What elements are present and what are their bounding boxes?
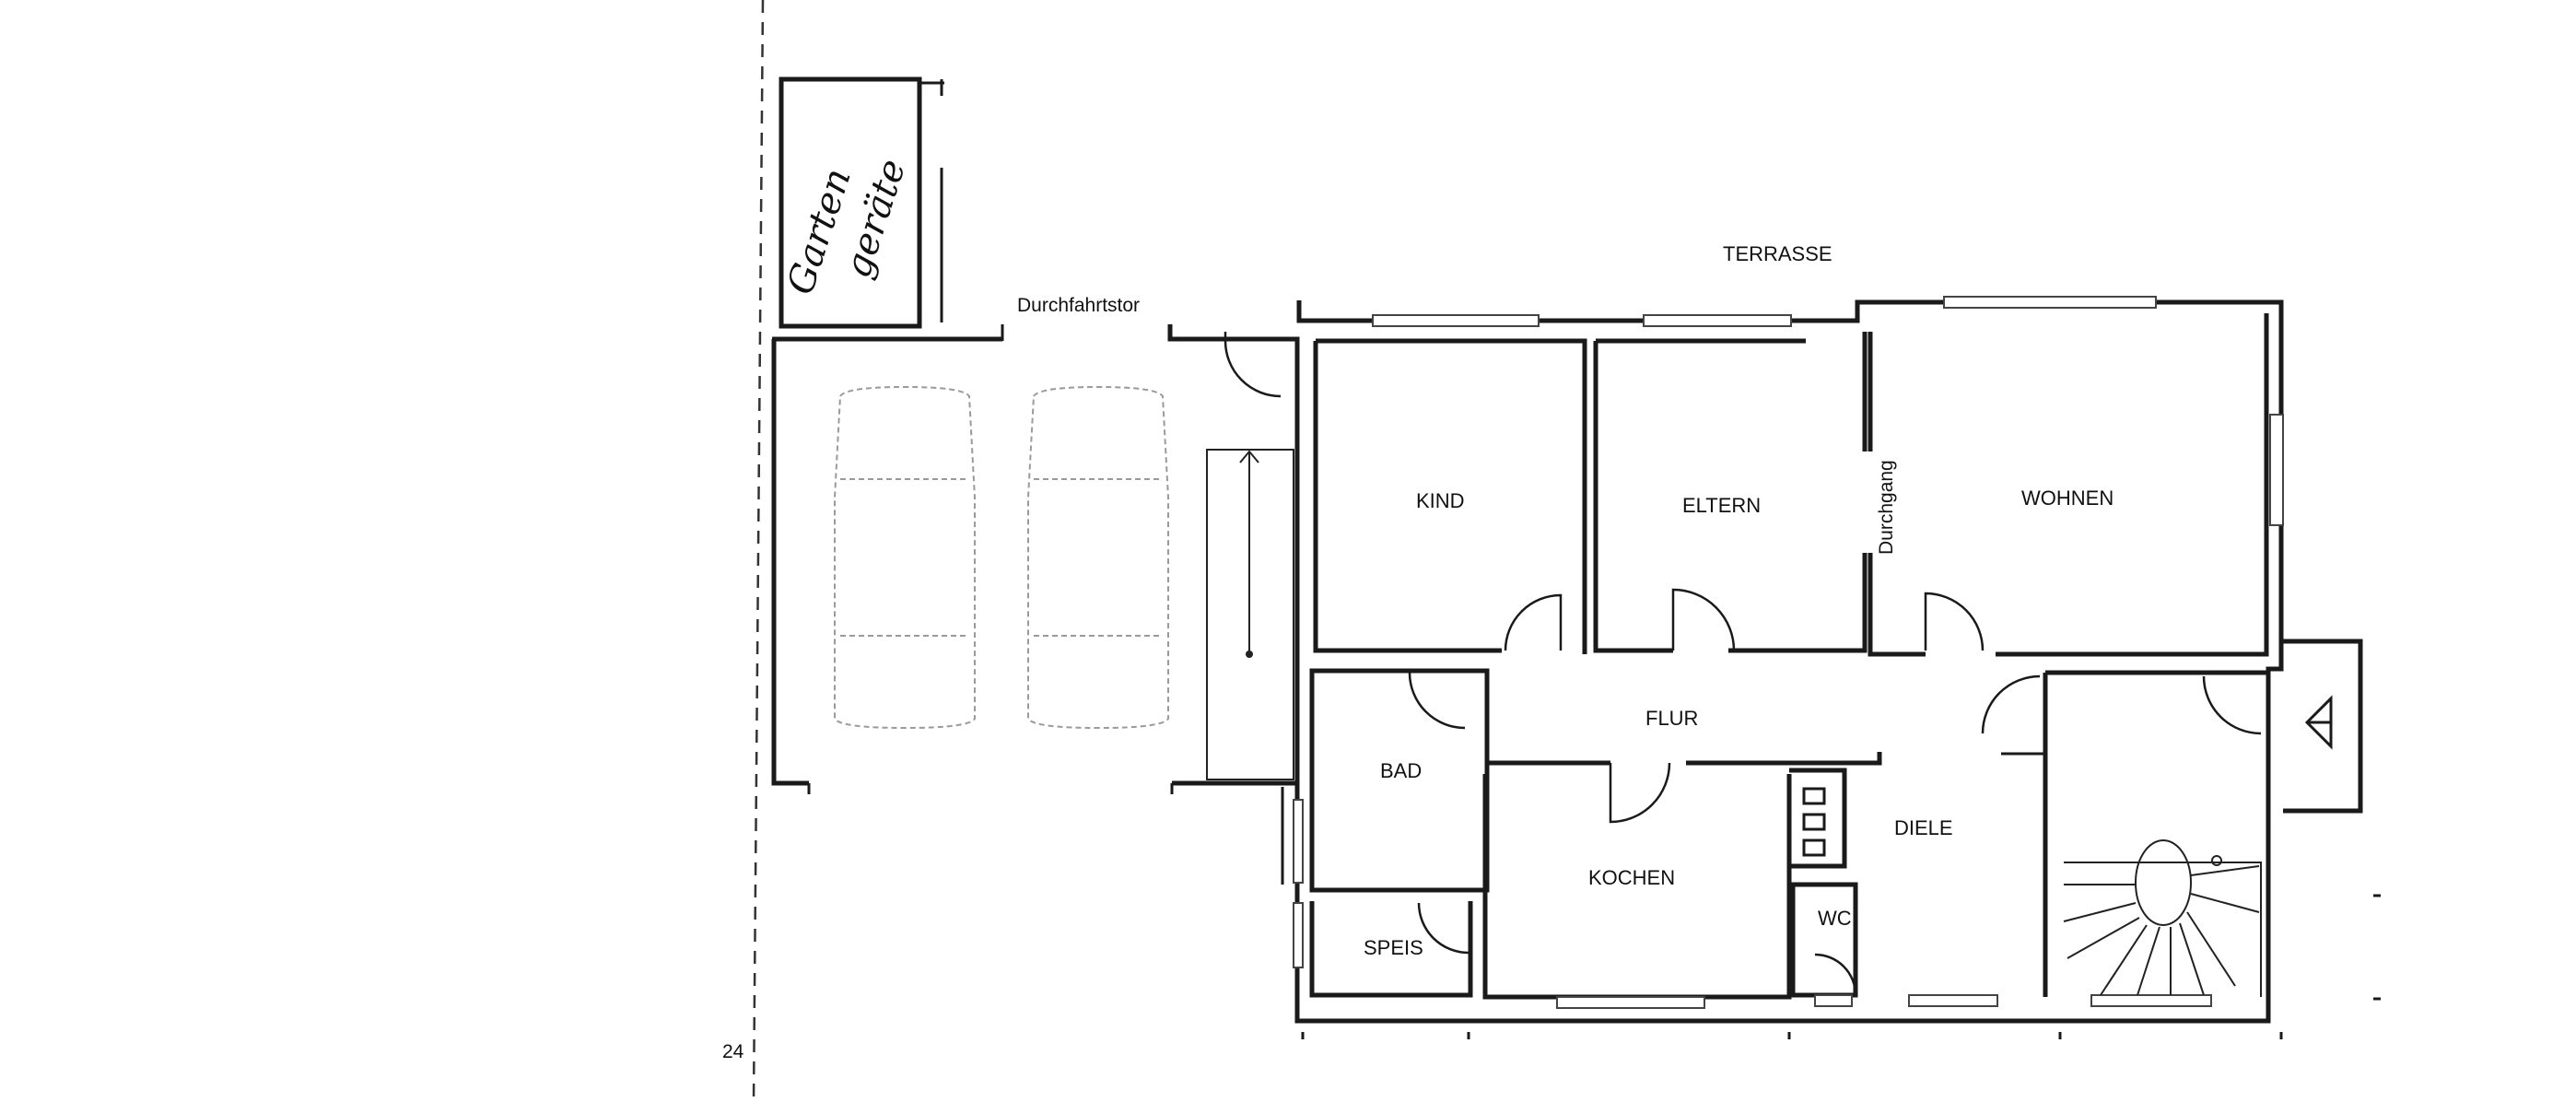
handwritten-note-line1: Garten bbox=[779, 163, 860, 299]
label-kind: KIND bbox=[1416, 489, 1465, 512]
label-flur: FLUR bbox=[1645, 707, 1698, 730]
spiral-staircase bbox=[2063, 839, 2262, 997]
interior-walls bbox=[1309, 313, 2269, 1000]
entrance-steps bbox=[2283, 639, 2363, 814]
label-durchfahrtstor: Durchfahrtstor bbox=[1017, 295, 1140, 316]
parked-car-left bbox=[834, 385, 976, 730]
dimension-ticks bbox=[1301, 894, 2381, 1039]
parked-car-right bbox=[1027, 385, 1169, 730]
label-scale-mark: 24 bbox=[722, 1041, 744, 1062]
label-bad: BAD bbox=[1380, 759, 1422, 782]
house-outline bbox=[1281, 299, 2284, 1024]
property-boundary-line bbox=[752, 0, 765, 1102]
windows bbox=[1293, 296, 2284, 1009]
door-swings bbox=[1408, 588, 2262, 996]
label-eltern: ELTERN bbox=[1682, 494, 1761, 517]
garage-door-swing bbox=[1224, 340, 1282, 398]
label-wc: WC bbox=[1818, 907, 1852, 930]
label-speis: SPEIS bbox=[1364, 936, 1423, 959]
label-kochen: KOCHEN bbox=[1588, 866, 1675, 889]
garden-shed: Garten geräte bbox=[779, 76, 944, 329]
label-durchgang: Durchgang bbox=[1876, 460, 1897, 555]
label-diele: DIELE bbox=[1894, 816, 1953, 839]
garage-staircase bbox=[1206, 449, 1294, 780]
label-wohnen: WOHNEN bbox=[2021, 487, 2113, 510]
garage bbox=[771, 324, 1300, 794]
label-terrasse: TERRASSE bbox=[1723, 242, 1832, 265]
